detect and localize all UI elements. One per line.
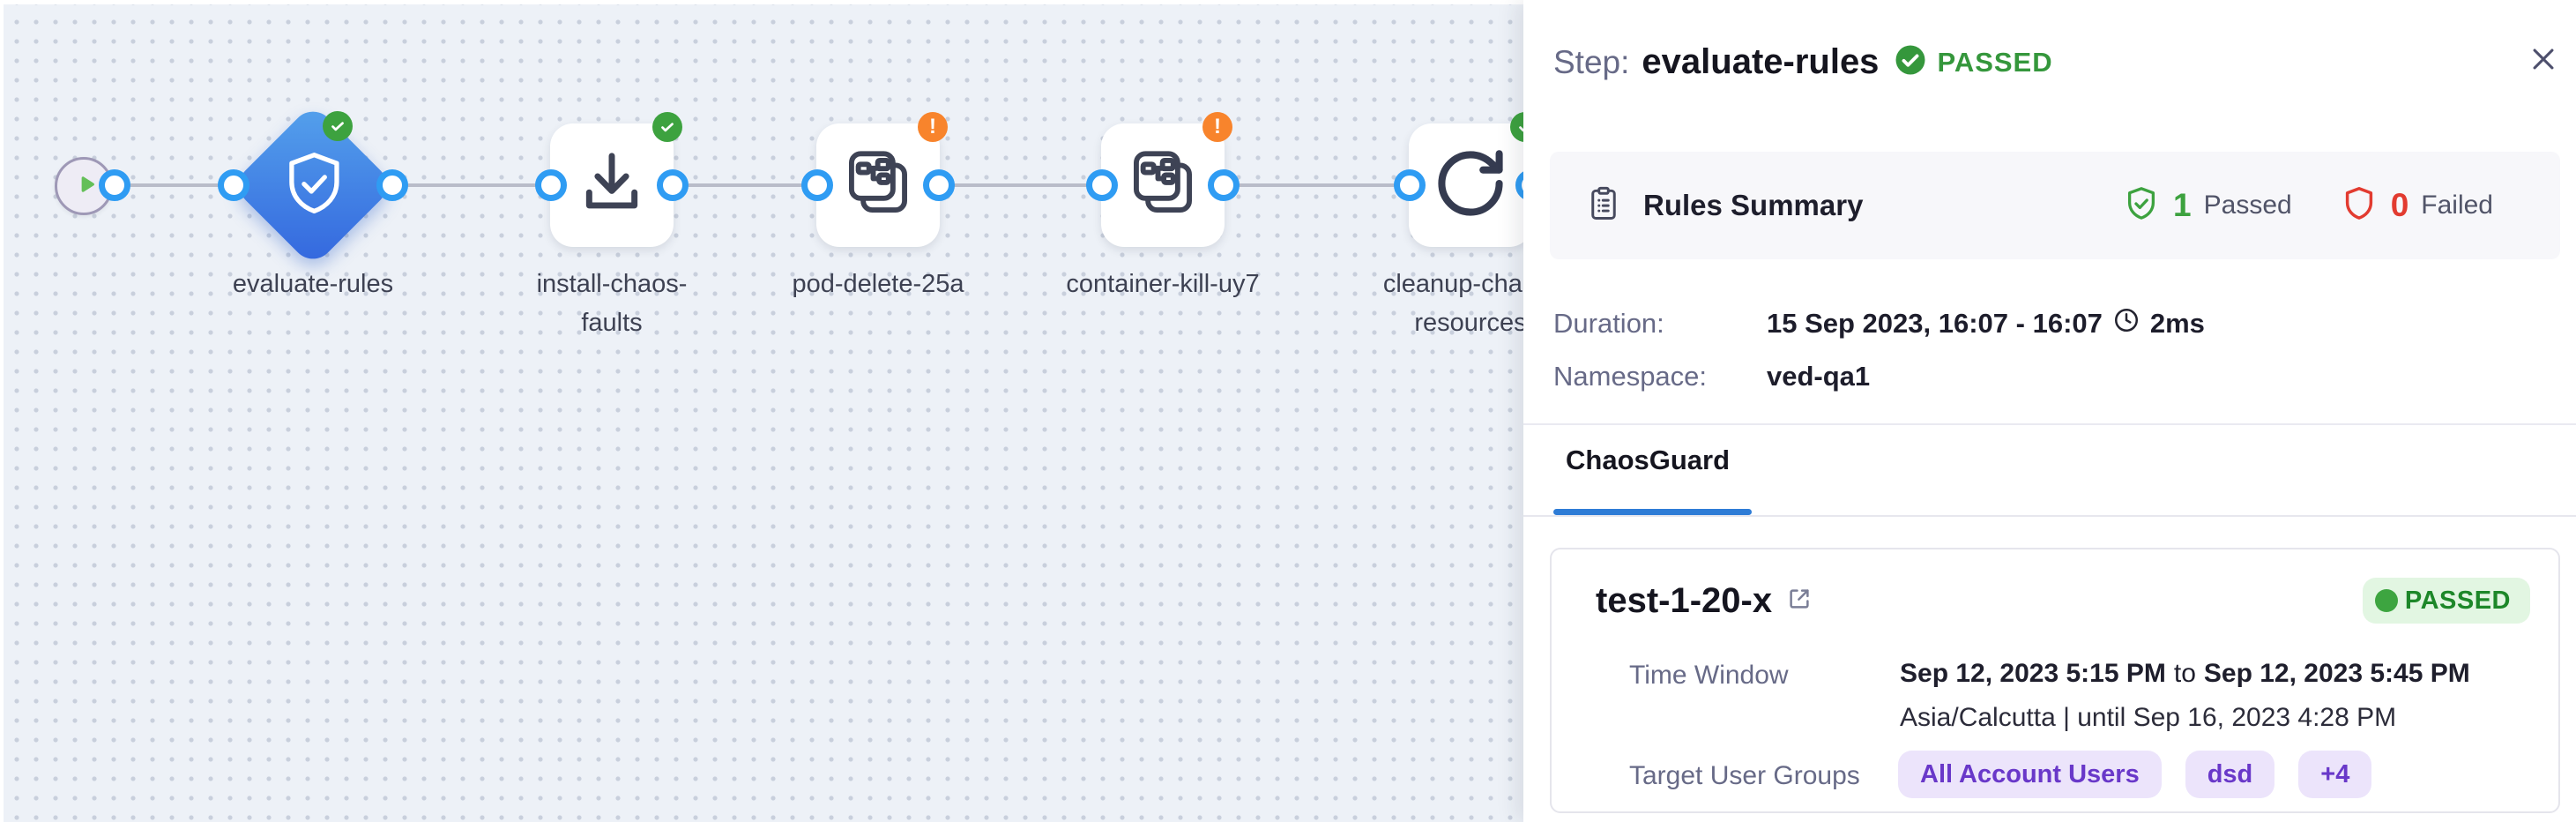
step-details-panel: Step: evaluate-rules PASSED Rules Summar… xyxy=(1523,0,2576,822)
user-group-tag: All Account Users xyxy=(1898,751,2162,798)
node-label: evaluate-rules xyxy=(232,270,394,298)
experiment-icon xyxy=(839,145,917,227)
passed-label: Passed xyxy=(2203,191,2292,220)
close-panel-button[interactable] xyxy=(2527,44,2560,78)
experiment-icon xyxy=(1124,145,1202,227)
shield-check-icon xyxy=(259,131,367,239)
connector-port[interactable] xyxy=(218,169,249,201)
retry-icon xyxy=(1430,143,1511,228)
rules-summary-title: Rules Summary xyxy=(1643,189,1864,221)
namespace-label: Namespace: xyxy=(1553,361,1708,392)
duration-value: 15 Sep 2023, 16:07 - 16:07 xyxy=(1767,308,2103,339)
namespace-value: ved-qa1 xyxy=(1767,361,1871,392)
active-tab-indicator xyxy=(1553,509,1752,515)
status-success-icon xyxy=(652,112,682,142)
canvas-top-edge xyxy=(0,0,1536,4)
workflow-node-cleanup-chaos-resources[interactable] xyxy=(1409,123,1532,247)
namespace-row: Namespace: ved-qa1 xyxy=(1553,361,1870,392)
guard-status-badge: PASSED xyxy=(2362,578,2530,624)
play-icon xyxy=(69,171,99,202)
node-label: container-kill-uy7 xyxy=(1066,270,1260,298)
workflow-node-pod-delete-25a[interactable] xyxy=(816,123,940,247)
workflow-node-container-kill-uy7[interactable] xyxy=(1101,123,1225,247)
duration-row: Duration: 15 Sep 2023, 16:07 - 16:07 2ms xyxy=(1553,307,2205,340)
connector-port[interactable] xyxy=(1394,169,1426,201)
chaosguard-rule-card: test-1-20-x PASSED Time Window Sep 12, 2… xyxy=(1550,548,2560,813)
failed-label: Failed xyxy=(2421,191,2493,220)
status-warning-icon: ! xyxy=(918,112,948,142)
canvas-left-edge xyxy=(0,0,4,822)
target-user-groups: All Account Users dsd +4 xyxy=(1898,751,2372,798)
node-label: pod-delete-25a xyxy=(792,270,964,298)
step-label: Step: xyxy=(1553,43,1630,80)
clock-icon xyxy=(2113,307,2140,340)
connector-port[interactable] xyxy=(801,169,833,201)
failed-count: 0 xyxy=(2390,187,2409,223)
duration-label: Duration: xyxy=(1553,308,1664,339)
close-icon xyxy=(2528,44,2558,78)
rules-summary-card: Rules Summary 1 Passed 0 Failed xyxy=(1550,152,2560,259)
panel-header: Step: evaluate-rules PASSED xyxy=(1553,42,2053,82)
connector-port[interactable] xyxy=(535,169,567,201)
workflow-node-install-chaos-faults[interactable] xyxy=(550,123,674,247)
step-name: evaluate-rules xyxy=(1642,42,1880,81)
connector-port[interactable] xyxy=(99,169,130,201)
user-group-tag: dsd xyxy=(2185,751,2275,798)
connector-port[interactable] xyxy=(923,169,955,201)
clipboard-icon xyxy=(1585,185,1622,227)
download-icon xyxy=(573,145,651,227)
step-status-badge: PASSED xyxy=(1937,46,2053,78)
passed-count: 1 xyxy=(2173,187,2192,223)
check-circle-icon xyxy=(1895,44,1926,80)
status-warning-icon: ! xyxy=(1202,112,1232,142)
tabs-divider-top xyxy=(1523,423,2576,425)
connector-port[interactable] xyxy=(376,169,408,201)
status-success-icon xyxy=(323,111,353,141)
tabs-divider-bottom xyxy=(1523,515,2576,517)
connector-port[interactable] xyxy=(1208,169,1240,201)
connector-port[interactable] xyxy=(1086,169,1118,201)
timezone-info: Asia/Calcutta | until Sep 16, 2023 4:28 … xyxy=(1900,703,2397,732)
node-label: cleanup-chaos-resources xyxy=(1382,270,1559,337)
time-window-label: Time Window xyxy=(1629,661,1789,690)
shield-failed-icon xyxy=(2340,184,2379,228)
target-user-groups-label: Target User Groups xyxy=(1629,761,1860,790)
connector-port[interactable] xyxy=(657,169,689,201)
external-link-icon[interactable] xyxy=(1786,586,1813,616)
duration-time: 2ms xyxy=(2149,308,2205,339)
tab-chaosguard[interactable]: ChaosGuard xyxy=(1566,445,1731,475)
guard-rule-title: test-1-20-x xyxy=(1596,581,1773,620)
workflow-node-evaluate-rules[interactable] xyxy=(230,102,396,268)
shield-passed-icon xyxy=(2122,184,2161,228)
status-dot xyxy=(2374,589,2398,612)
more-groups-tag[interactable]: +4 xyxy=(2298,751,2372,798)
node-label: install-chaos-faults xyxy=(536,270,688,337)
